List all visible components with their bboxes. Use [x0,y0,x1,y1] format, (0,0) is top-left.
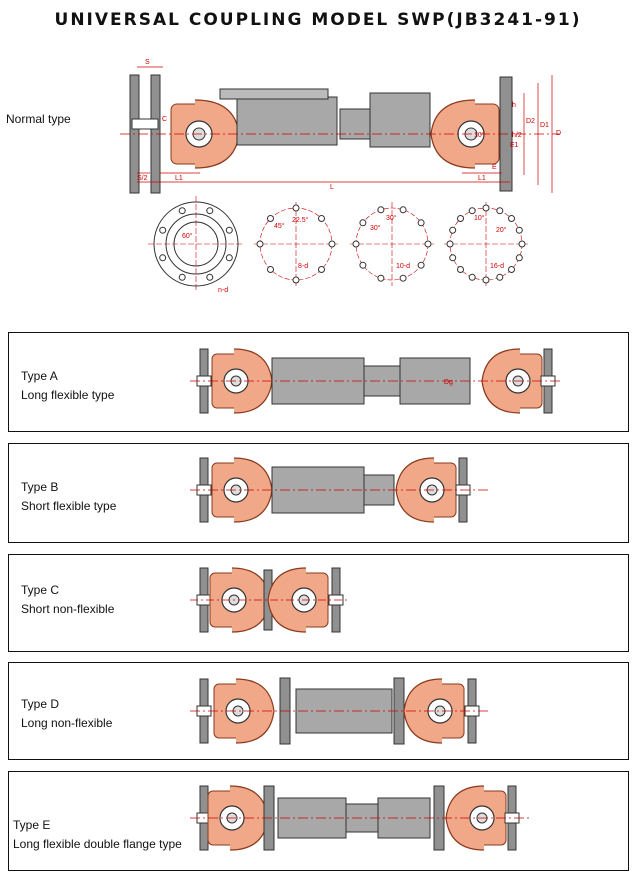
bolt-hole [352,240,360,248]
dim-d1: D1 [540,122,549,129]
dim-s: S [145,59,150,66]
dim-l1-left: L1 [175,175,183,182]
pattern-2: 45° 22.5° 8-d [254,202,338,286]
bolt-hole [508,266,515,273]
bolt-hole [225,226,233,234]
p3-a2: 30° [386,214,397,222]
type-c-name: Type C [21,583,60,597]
bolt-hole [377,206,385,214]
p3-a1: 30° [370,224,381,232]
type-a-dim: Dg [444,379,453,386]
bolt-hole [515,254,523,262]
p1-holes: n-d [218,287,228,294]
type-d-box: Type D Long non-flexible [8,662,629,760]
bolt-hole [457,266,464,273]
normal-type-label: Normal type [6,112,71,126]
bolt-hole [468,207,476,215]
bolt-hole [359,219,367,227]
dim-h2: h/2 [512,132,522,139]
dim-l1-right: L1 [478,175,486,182]
bolt-hole [468,273,476,281]
type-c-desc: Short non-flexible [21,602,115,616]
type-b-name: Type B [21,480,59,494]
bolt-hole [178,273,186,281]
type-b-drawing [190,457,490,523]
bolt-hole [496,207,504,215]
bolt-hole [399,206,407,214]
bolt-hole [267,215,274,222]
bolt-hole [482,204,490,212]
bolt-hole [328,240,336,248]
bolt-hole [399,274,407,282]
bolt-hole [318,266,325,273]
type-e-desc: Long flexible double flange type [13,837,182,851]
dim-d: D [556,130,561,137]
p4-holes: 16-d [490,263,504,270]
bolt-hole [178,207,186,215]
bolt-hole [449,226,457,234]
dim-e1: E1 [510,142,519,149]
pattern-1: 60° n-d [148,196,244,294]
bolt-hole [225,254,233,262]
type-a-drawing: Dg [190,348,560,414]
bolt-hole [515,226,523,234]
page-title: UNIVERSAL COUPLING MODEL SWP(JB3241-91) [54,10,582,30]
bolt-hole [446,240,454,248]
type-c-drawing [190,567,350,633]
dim-s2: S/2 [137,175,148,182]
bolt-hole [482,276,490,284]
dim-deg10: 10° [474,131,485,139]
bolt-hole [292,276,300,284]
type-a-box: Type A Long flexible type [8,332,629,432]
bolt-hole [417,219,425,227]
bolt-hole [508,215,515,222]
p2-a2: 22.5° [292,216,309,224]
type-b-desc: Short flexible type [21,499,117,513]
bolt-hole [449,254,457,262]
dim-l: L [330,184,334,191]
type-d-name: Type D [21,697,60,711]
p1-angle: 60° [182,232,193,240]
p2-a1: 45° [274,222,285,230]
bolt-hole [457,215,464,222]
bolt-hole [256,240,264,248]
p3-holes: 10-d [396,263,410,270]
dim-h: h [512,102,516,109]
p2-holes: 8-d [298,263,308,270]
pattern-4: 10° 20° 16-d [444,202,528,286]
bolt-hole [359,261,367,269]
flange-patterns: 60° n-d 45° 22.5° 8-d 30° 30° 10-d 10° 2… [148,196,528,294]
bolt-hole [496,273,504,281]
dim-c: C [162,116,167,123]
type-a-desc: Long flexible type [21,388,115,402]
p4-a1: 10° [474,214,485,222]
dim-d2: D2 [526,118,535,125]
type-d-drawing [190,677,490,745]
bolt-hole [424,240,432,248]
dim-e: E [492,164,497,171]
bolt-hole [417,261,425,269]
type-e-drawing [190,785,530,851]
p4-a2: 20° [496,226,507,234]
bolt-hole [292,204,300,212]
bolt-hole [518,240,526,248]
type-e-box: Type E Long flexible double flange type [8,771,629,871]
type-a-name: Type A [21,369,58,383]
bolt-hole [377,274,385,282]
bolt-hole [206,273,214,281]
bolt-hole [267,266,274,273]
bolt-hole [206,207,214,215]
bolt-hole [159,226,167,234]
bolt-hole [159,254,167,262]
type-d-desc: Long non-flexible [21,716,113,730]
type-c-box: Type C Short non-flexible [8,554,629,652]
type-b-box: Type B Short flexible type [8,443,629,543]
bolt-hole [318,215,325,222]
normal-type-drawing: S S/2 L1 L L1 D D1 D2 h h/2 E E1 C 10° [120,59,561,194]
pattern-3: 30° 30° 10-d [350,202,434,286]
type-e-name: Type E [13,818,51,832]
